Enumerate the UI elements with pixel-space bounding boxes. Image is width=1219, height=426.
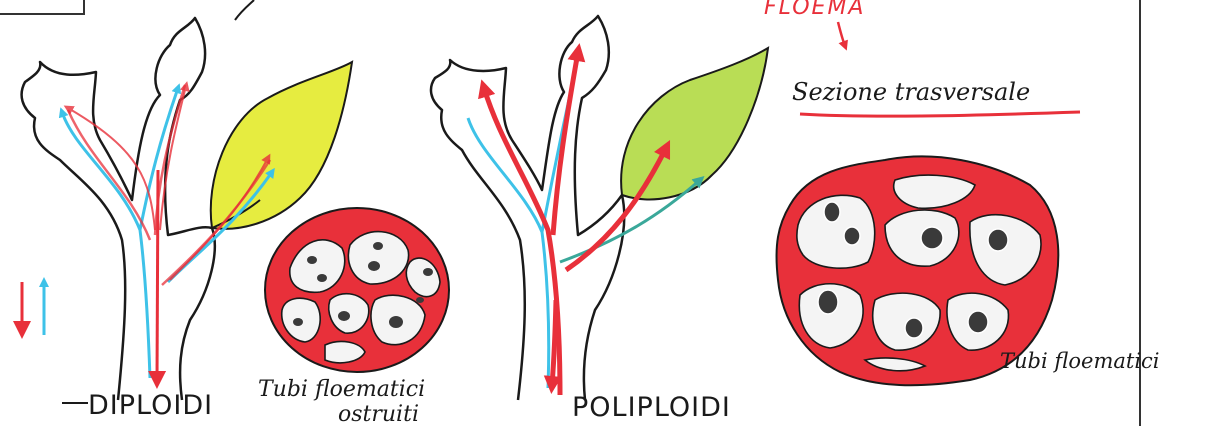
diploid-label: DIPLOIDI [88, 390, 213, 421]
floema-label: FLOEMA [764, 0, 865, 20]
obstructed-phloem-section [265, 208, 449, 372]
flow-direction-legend [22, 282, 44, 335]
diploid-outline [22, 18, 215, 400]
obstructed-caption-line1: Tubi floematici [258, 377, 425, 402]
section-title: Sezione trasversale [792, 78, 1030, 106]
diploid-leaf [211, 62, 352, 229]
obstructed-caption-line2: ostruiti [338, 402, 419, 426]
section-title-underline [800, 112, 1080, 116]
polyploid-leaf [621, 48, 768, 199]
healthy-caption: Tubi floematici [1000, 349, 1160, 373]
polyploid-label: POLIPLOIDI [572, 392, 731, 423]
pointer-arrow-icon [838, 22, 845, 46]
polyploid-plant [431, 16, 768, 400]
